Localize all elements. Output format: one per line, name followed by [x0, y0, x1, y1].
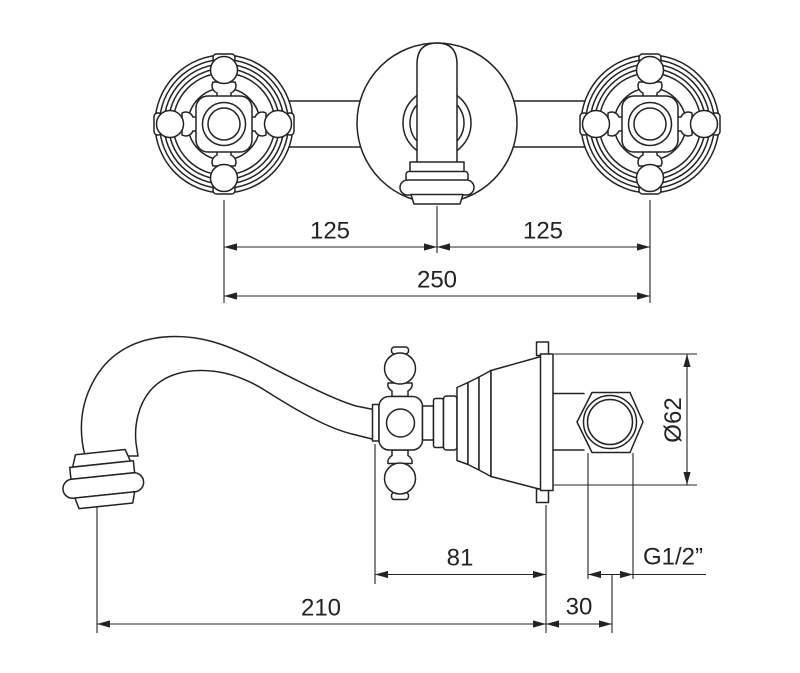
- dim-81: 81: [375, 545, 546, 579]
- dim-label-g12: G1/2”: [643, 544, 703, 571]
- spout-aerator: [62, 448, 145, 510]
- spout-assembly-front: [356, 42, 518, 205]
- wall-escutcheon-side: [456, 341, 554, 504]
- dim-g12-thread: G1/2”: [588, 544, 706, 579]
- dim-label-250: 250: [417, 267, 457, 294]
- wall-flange: [539, 353, 554, 492]
- dim-label-125-left: 125: [310, 218, 350, 245]
- valve-and-handle-side: [371, 346, 458, 501]
- spout-tube-side: [80, 335, 377, 457]
- side-view-dimensions: 81 G1/2” 210 30: [96, 353, 706, 633]
- spout-base-bulge: [399, 179, 475, 196]
- right-handle: [580, 54, 720, 194]
- dim-label-125-right: 125: [523, 218, 563, 245]
- side-view: 81 G1/2” 210 30: [62, 335, 706, 633]
- dim-210-and-30: 210 30: [97, 594, 612, 628]
- left-handle: [154, 54, 294, 194]
- front-view: 125 125 250: [154, 42, 720, 303]
- handle-ball-top: [383, 352, 417, 385]
- dim-125-left: 125 125: [224, 218, 650, 251]
- spout-base-band-1: [409, 161, 465, 173]
- spout-joint: [371, 403, 380, 442]
- dim-label-81: 81: [447, 545, 474, 572]
- spout-base-foot: [410, 193, 464, 205]
- inlet-thread-circle: [586, 398, 634, 446]
- dim-label-30: 30: [566, 594, 593, 621]
- dim-label-210: 210: [301, 595, 341, 622]
- inlet-connection: [552, 391, 644, 454]
- dim-diameter-62: Ø62: [554, 353, 697, 486]
- handle-hub-circle: [385, 408, 416, 438]
- dim-250-total: 250: [224, 267, 650, 300]
- spout-tube-front: [416, 42, 458, 168]
- dim-label-d62: Ø62: [660, 397, 687, 442]
- handle-ball-bottom: [383, 462, 417, 495]
- front-view-dimensions: 125 125 250: [223, 200, 651, 303]
